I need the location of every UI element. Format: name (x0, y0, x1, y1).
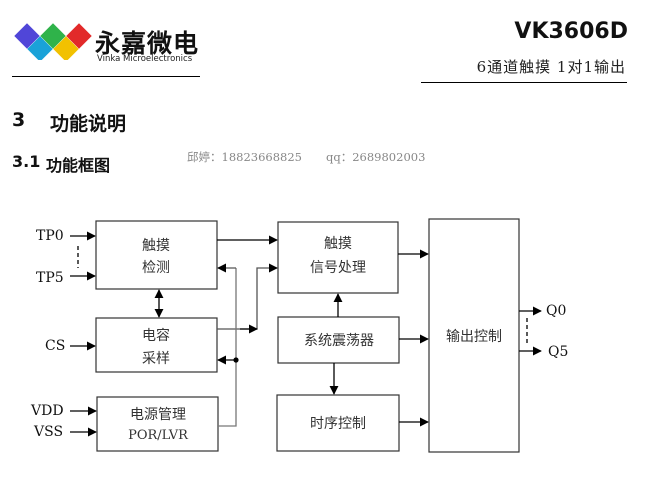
block-touch-detect (95, 220, 218, 290)
cap-sample-label-2: 采样 (142, 351, 170, 367)
logo-diamond-red (66, 23, 92, 49)
junction-dot (233, 357, 239, 363)
block-oscillator (277, 316, 400, 364)
block-power (96, 396, 219, 452)
output-ctrl-label: 输出控制 (446, 329, 502, 345)
pin-cs: CS (45, 338, 65, 354)
logo-diamond-purple (14, 23, 40, 49)
header-rule-right (421, 82, 627, 83)
timing-label: 时序控制 (310, 416, 366, 432)
oscillator-label: 系统震荡器 (304, 333, 374, 349)
block-output-ctrl (428, 218, 520, 453)
section-number: 3 (12, 109, 26, 131)
power-label-2: POR/LVR (128, 428, 189, 443)
block-timing (276, 394, 400, 452)
pin-tp5: TP5 (36, 270, 64, 286)
arrow-sample-to-proc (217, 263, 278, 330)
product-model: VK3606D (514, 19, 628, 44)
pin-tp0: TP0 (36, 228, 64, 244)
power-label-1: 电源管理 (130, 407, 186, 423)
touch-detect-label-1: 触摸 (142, 238, 170, 254)
logo-diamond-blue (27, 36, 53, 60)
logo-diamond-yellow (53, 36, 79, 60)
subsection-title: 功能框图 (46, 156, 111, 175)
signal-proc-label-2: 信号处理 (310, 260, 366, 276)
block-signal-proc (277, 221, 399, 294)
logo-diamond-green (40, 23, 66, 49)
pin-vss: VSS (33, 424, 63, 440)
cap-sample-label-1: 电容 (142, 327, 170, 344)
logo-mark (14, 23, 92, 60)
logo-name-cn: 永嘉微电 (95, 29, 200, 58)
logo-name-en: Vinka Microelectronics (97, 54, 193, 64)
signal-proc-label-1: 触摸 (324, 236, 352, 252)
power-bus (218, 268, 237, 427)
product-subtitle: 6通道触摸 1对1输出 (476, 58, 626, 76)
pin-vdd: VDD (30, 403, 64, 419)
section-title: 功能说明 (50, 113, 127, 135)
header-rule-left (12, 76, 200, 77)
contact-qq: qq：2689802003 (326, 150, 426, 164)
pin-q5: Q5 (548, 344, 568, 360)
subsection-number: 3.1 (12, 152, 41, 171)
contact-person: 邱婷：18823668825 (187, 150, 302, 164)
touch-detect-label-2: 检测 (142, 260, 170, 276)
block-cap-sample (95, 317, 218, 373)
pin-q0: Q0 (546, 303, 566, 319)
logo-diamonds (14, 23, 92, 60)
